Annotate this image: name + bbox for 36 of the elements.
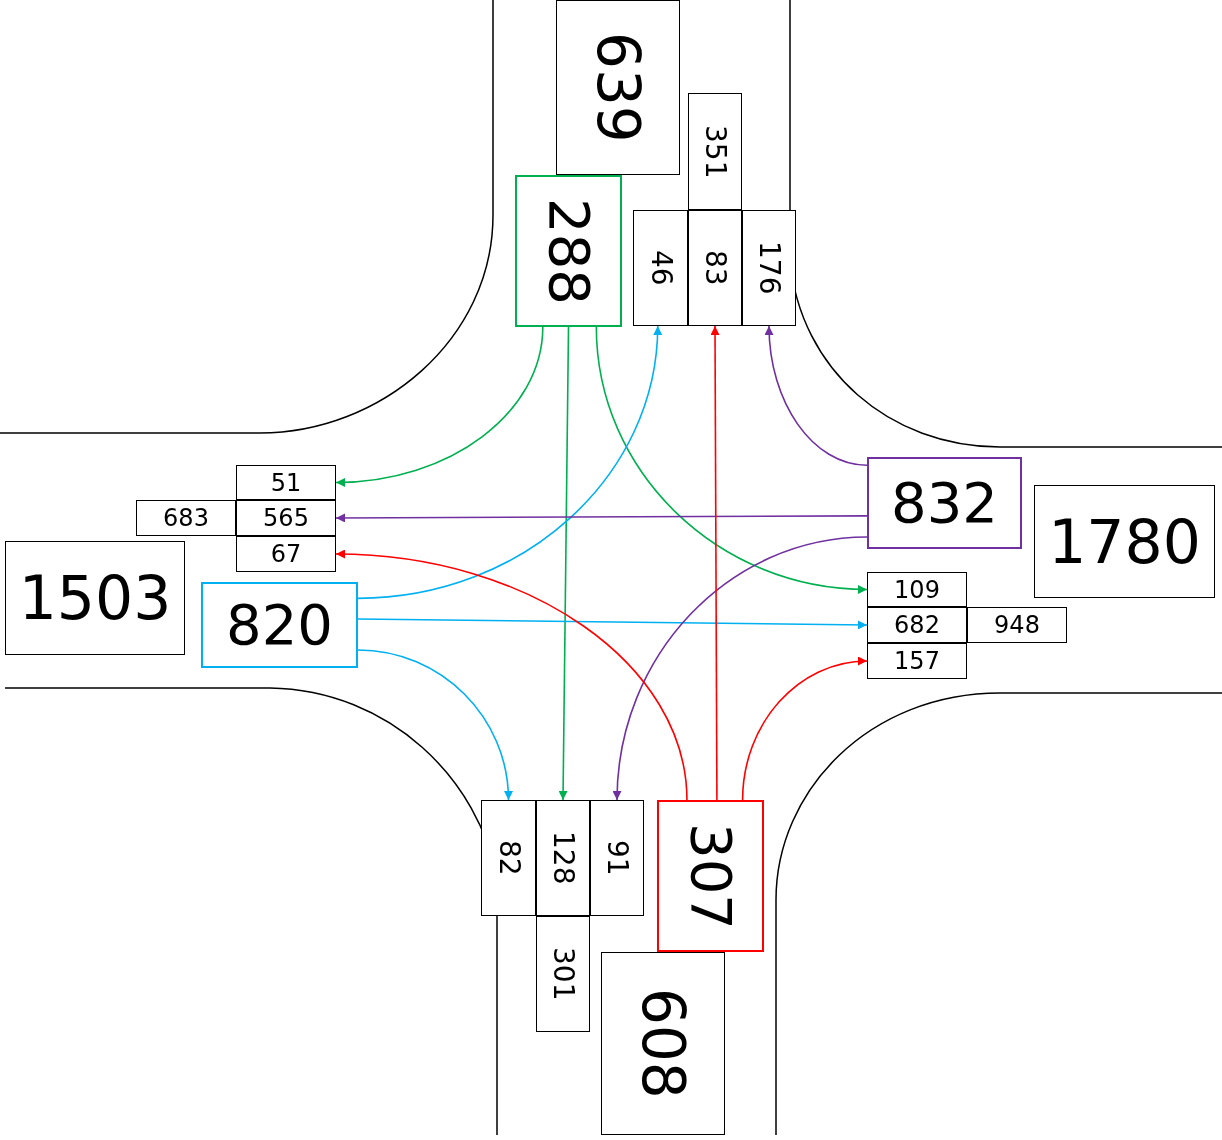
traffic-count-box: 176 <box>742 210 796 326</box>
arrow <box>741 657 868 801</box>
traffic-count-box: 1503 <box>5 541 185 655</box>
traffic-count-box: 82 <box>481 800 536 916</box>
arrow <box>357 618 868 630</box>
traffic-count-box: 157 <box>867 643 967 679</box>
traffic-count-box: 67 <box>236 536 336 572</box>
arrow <box>335 326 544 487</box>
traffic-count-box: 288 <box>515 175 622 327</box>
traffic-count-box: 948 <box>967 607 1067 643</box>
arrow <box>335 513 868 523</box>
traffic-count-box: 109 <box>867 572 967 607</box>
arrow <box>764 325 868 467</box>
arrow <box>335 549 688 801</box>
arrow <box>558 326 570 801</box>
traffic-count-box: 46 <box>633 210 688 326</box>
arrow <box>613 536 868 801</box>
traffic-count-box: 83 <box>688 210 742 326</box>
traffic-count-box: 683 <box>136 500 236 536</box>
arrow <box>357 649 513 801</box>
traffic-count-box: 820 <box>201 582 358 668</box>
traffic-count-box: 128 <box>536 800 590 916</box>
traffic-count-box: 91 <box>590 800 644 916</box>
traffic-count-box: 301 <box>536 916 590 1032</box>
traffic-count-box: 608 <box>601 952 725 1135</box>
traffic-count-box: 351 <box>688 93 742 210</box>
traffic-count-box: 1780 <box>1034 485 1215 598</box>
arrow <box>595 326 868 594</box>
traffic-count-box: 307 <box>657 800 764 952</box>
traffic-count-box: 639 <box>556 0 680 175</box>
arrow <box>357 325 662 600</box>
traffic-count-box: 51 <box>236 465 336 500</box>
traffic-count-box: 682 <box>867 607 967 643</box>
arrow <box>710 325 720 801</box>
traffic-count-box: 832 <box>867 457 1022 549</box>
traffic-count-box: 565 <box>236 500 336 536</box>
